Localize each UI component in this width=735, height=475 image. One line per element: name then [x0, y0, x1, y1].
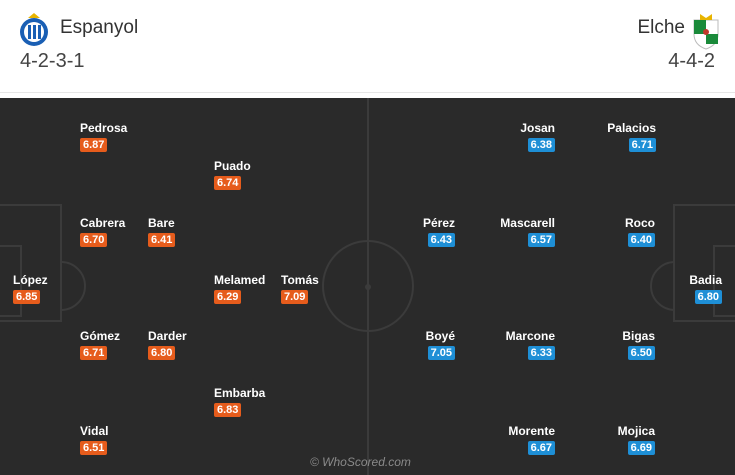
player-rating: 6.57: [527, 233, 555, 247]
player-name: Cabrera: [80, 216, 126, 230]
away-player[interactable]: Mascarell 6.57: [500, 216, 555, 248]
home-goal-box: [0, 245, 22, 317]
away-penalty-box: [673, 204, 735, 322]
player-name: Gómez: [80, 329, 121, 343]
away-player[interactable]: Palacios 6.71: [607, 121, 656, 153]
player-rating: 6.40: [627, 233, 655, 247]
home-player[interactable]: Pedrosa 6.87: [80, 121, 127, 153]
player-rating: 6.38: [527, 138, 555, 152]
home-player[interactable]: Darder 6.80: [148, 329, 187, 361]
away-player[interactable]: Mojica 6.69: [618, 424, 655, 456]
match-header: Espanyol 4-2-3-1 Elche 4-4-2: [0, 0, 735, 93]
player-name: Mojica: [617, 424, 655, 438]
home-player[interactable]: López 6.85: [13, 273, 48, 305]
away-player[interactable]: Pérez 6.43: [423, 216, 455, 248]
player-rating: 6.69: [627, 441, 655, 455]
away-player[interactable]: Bigas 6.50: [622, 329, 655, 361]
player-rating: 6.71: [80, 346, 108, 360]
player-name: Boyé: [425, 329, 455, 343]
player-rating: 6.50: [627, 346, 655, 360]
away-player[interactable]: Josan 6.38: [520, 121, 555, 153]
home-player[interactable]: Puado 6.74: [214, 159, 251, 191]
away-player[interactable]: Morente 6.67: [508, 424, 555, 456]
player-rating: 6.43: [427, 233, 455, 247]
player-name: Puado: [214, 159, 251, 173]
player-rating: 6.85: [13, 290, 41, 304]
player-name: Pérez: [422, 216, 455, 230]
away-formation: 4-4-2: [668, 50, 715, 72]
player-rating: 6.80: [694, 290, 722, 304]
player-rating: 6.80: [148, 346, 176, 360]
espanyol-crest-icon: [20, 13, 48, 46]
player-name: Mascarell: [500, 216, 555, 230]
player-name: López: [13, 273, 48, 287]
home-team-name[interactable]: Espanyol: [60, 17, 139, 38]
player-rating: 6.70: [80, 233, 108, 247]
player-name: Vidal: [80, 424, 109, 438]
player-rating: 6.29: [214, 290, 242, 304]
home-player[interactable]: Embarba 6.83: [214, 386, 265, 418]
away-player[interactable]: Marcone 6.33: [506, 329, 555, 361]
home-penalty-box: [0, 204, 62, 322]
player-name: Pedrosa: [80, 121, 128, 135]
home-player[interactable]: Tomás 7.09: [281, 273, 319, 305]
player-rating: 6.41: [148, 233, 176, 247]
player-name: Melamed: [214, 273, 266, 287]
center-circle: [322, 240, 414, 332]
away-player[interactable]: Boyé 7.05: [426, 329, 455, 361]
player-rating: 6.51: [80, 441, 108, 455]
player-rating: 6.87: [80, 138, 108, 152]
away-goal-box: [713, 245, 735, 317]
player-rating: 6.71: [628, 138, 656, 152]
player-name: Badia: [689, 273, 722, 287]
home-player[interactable]: Vidal 6.51: [80, 424, 108, 456]
player-name: Tomás: [281, 273, 319, 287]
home-player[interactable]: Bare 6.41: [148, 216, 176, 248]
home-player[interactable]: Cabrera 6.70: [80, 216, 125, 248]
player-name: Roco: [625, 216, 655, 230]
away-player[interactable]: Roco 6.40: [625, 216, 655, 248]
player-rating: 6.74: [214, 176, 242, 190]
watermark: © WhoScored.com: [310, 455, 411, 469]
home-formation: 4-2-3-1: [20, 50, 85, 72]
elche-crest-icon: [693, 14, 719, 50]
player-name: Darder: [148, 329, 187, 343]
player-name: Bare: [148, 216, 175, 230]
player-name: Embarba: [214, 386, 266, 400]
home-player[interactable]: Melamed 6.29: [214, 273, 265, 305]
player-rating: 7.05: [427, 346, 455, 360]
player-name: Bigas: [622, 329, 655, 343]
player-name: Morente: [508, 424, 555, 438]
player-name: Josan: [520, 121, 555, 135]
player-name: Palacios: [607, 121, 656, 135]
player-rating: 6.67: [527, 441, 555, 455]
home-player[interactable]: Gómez 6.71: [80, 329, 120, 361]
away-team-name[interactable]: Elche: [637, 17, 685, 38]
player-rating: 6.33: [527, 346, 555, 360]
player-rating: 6.83: [214, 403, 242, 417]
player-name: Marcone: [505, 329, 555, 343]
pitch: Pedrosa 6.87 Puado 6.74 Cabrera 6.70 Bar…: [0, 98, 735, 475]
away-player[interactable]: Badia 6.80: [689, 273, 722, 305]
center-spot: [365, 284, 371, 290]
player-rating: 7.09: [281, 290, 309, 304]
